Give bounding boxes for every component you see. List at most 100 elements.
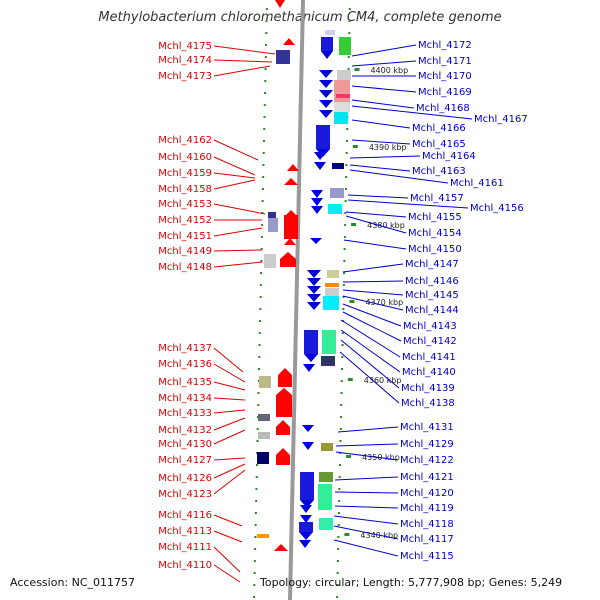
right-gene-label: Mchl_4168	[416, 103, 470, 114]
track-dot	[339, 440, 342, 442]
right-gene-connector	[342, 263, 404, 273]
track-dot	[340, 404, 343, 406]
gene-feature-box	[257, 452, 269, 464]
track-dot	[260, 272, 263, 274]
gene-arrow-icon	[310, 238, 322, 244]
right-gene-connector	[334, 491, 399, 494]
right-gene-label: Mchl_4119	[400, 503, 454, 514]
gene-feature-box	[319, 472, 333, 482]
left-gene-label: Mchl_4123	[158, 489, 212, 500]
gene-feature-box	[319, 518, 333, 530]
track-dot	[263, 104, 266, 106]
gene-arrow-icon	[307, 302, 321, 310]
right-gene-label: Mchl_4144	[405, 305, 459, 316]
gene-feature-box	[328, 204, 342, 214]
left-gene-label: Mchl_4113	[158, 526, 212, 537]
right-gene-label: Mchl_4166	[412, 123, 466, 134]
left-gene-label: Mchl_4135	[158, 377, 212, 388]
track-dot	[342, 308, 345, 310]
track-dot	[338, 500, 341, 502]
track-dot	[258, 332, 261, 334]
gene-arrow-icon	[321, 51, 333, 59]
right-gene-connector	[334, 476, 399, 481]
left-gene-label: Mchl_4111	[158, 542, 212, 553]
gene-arrow-icon	[299, 532, 313, 540]
gene-arrow-icon	[314, 152, 326, 160]
gene-feature-box	[339, 37, 351, 55]
left-gene-label: Mchl_4175	[158, 41, 212, 52]
right-gene-connector	[351, 85, 417, 93]
gene-feature-box	[327, 270, 339, 278]
gene-feature-box	[321, 356, 335, 366]
track-dot	[260, 248, 263, 250]
scale-label: 4370 kbp	[365, 298, 403, 307]
left-gene-label: Mchl_4153	[158, 199, 212, 210]
right-gene-label: Mchl_4163	[412, 166, 466, 177]
gene-block	[284, 215, 298, 239]
track-dot	[259, 308, 262, 310]
right-gene-connector	[349, 169, 449, 184]
right-gene-label: Mchl_4122	[400, 455, 454, 466]
right-gene-label: Mchl_4143	[403, 321, 457, 332]
right-gene-connector	[342, 295, 404, 311]
left-gene-label: Mchl_4173	[158, 71, 212, 82]
accession-text: Accession: NC_011757	[10, 576, 136, 589]
right-gene-label: Mchl_4154	[408, 228, 462, 239]
track-dot	[264, 56, 267, 58]
left-gene-connector	[213, 417, 246, 431]
left-gene-label: Mchl_4152	[158, 215, 212, 226]
gene-feature-box	[337, 70, 351, 80]
right-gene-connector	[345, 215, 407, 234]
track-dot	[255, 464, 258, 466]
gene-feature-box	[259, 376, 271, 388]
track-dot	[337, 536, 340, 538]
right-gene-connector	[333, 515, 399, 525]
scale-tick	[354, 68, 360, 71]
track-dot	[346, 128, 349, 130]
left-gene-connector	[213, 227, 263, 237]
right-gene-connector	[342, 280, 404, 283]
right-gene-label: Mchl_4139	[401, 383, 455, 394]
gene-arrow-icon	[307, 294, 321, 302]
left-gene-label: Mchl_4133	[158, 408, 212, 419]
gene-arrow-icon	[311, 206, 323, 214]
right-gene-label: Mchl_4120	[400, 488, 454, 499]
right-gene-label: Mchl_4131	[400, 422, 454, 433]
gene-arrow-icon	[307, 270, 321, 278]
right-gene-connector	[347, 194, 409, 199]
gene-arrow-icon	[300, 500, 314, 508]
gene-arrow-icon	[311, 198, 323, 206]
gene-block	[300, 472, 314, 500]
left-gene-label: Mchl_4127	[158, 455, 212, 466]
left-gene-label: Mchl_4159	[158, 168, 212, 179]
gene-feature-box	[334, 112, 348, 124]
right-gene-label: Mchl_4140	[402, 367, 456, 378]
track-dot	[340, 392, 343, 394]
track-dot	[258, 368, 261, 370]
track-dot	[265, 20, 268, 22]
track-dot	[254, 548, 257, 550]
track-dot	[338, 464, 341, 466]
right-gene-connector	[334, 505, 399, 509]
gene-arrow-icon	[299, 540, 311, 548]
track-dot	[265, 8, 268, 10]
gene-arrow-icon	[319, 110, 333, 118]
right-gene-connector	[333, 539, 399, 557]
track-dot	[345, 176, 348, 178]
right-gene-label: Mchl_4161	[450, 178, 504, 189]
gene-block	[332, 163, 344, 169]
track-dot	[343, 236, 346, 238]
track-dot	[341, 368, 344, 370]
scale-label: 4400 kbp	[370, 66, 408, 75]
track-dot	[258, 356, 261, 358]
right-gene-connector	[342, 289, 404, 296]
left-gene-label: Mchl_4136	[158, 359, 212, 370]
left-gene-connector	[213, 469, 246, 495]
right-gene-connector	[335, 443, 399, 447]
right-gene-connector	[340, 319, 401, 358]
left-gene-label: Mchl_4160	[158, 152, 212, 163]
right-gene-label: Mchl_4150	[408, 244, 462, 255]
track-dot	[261, 200, 264, 202]
gene-arrow-icon	[278, 368, 292, 375]
